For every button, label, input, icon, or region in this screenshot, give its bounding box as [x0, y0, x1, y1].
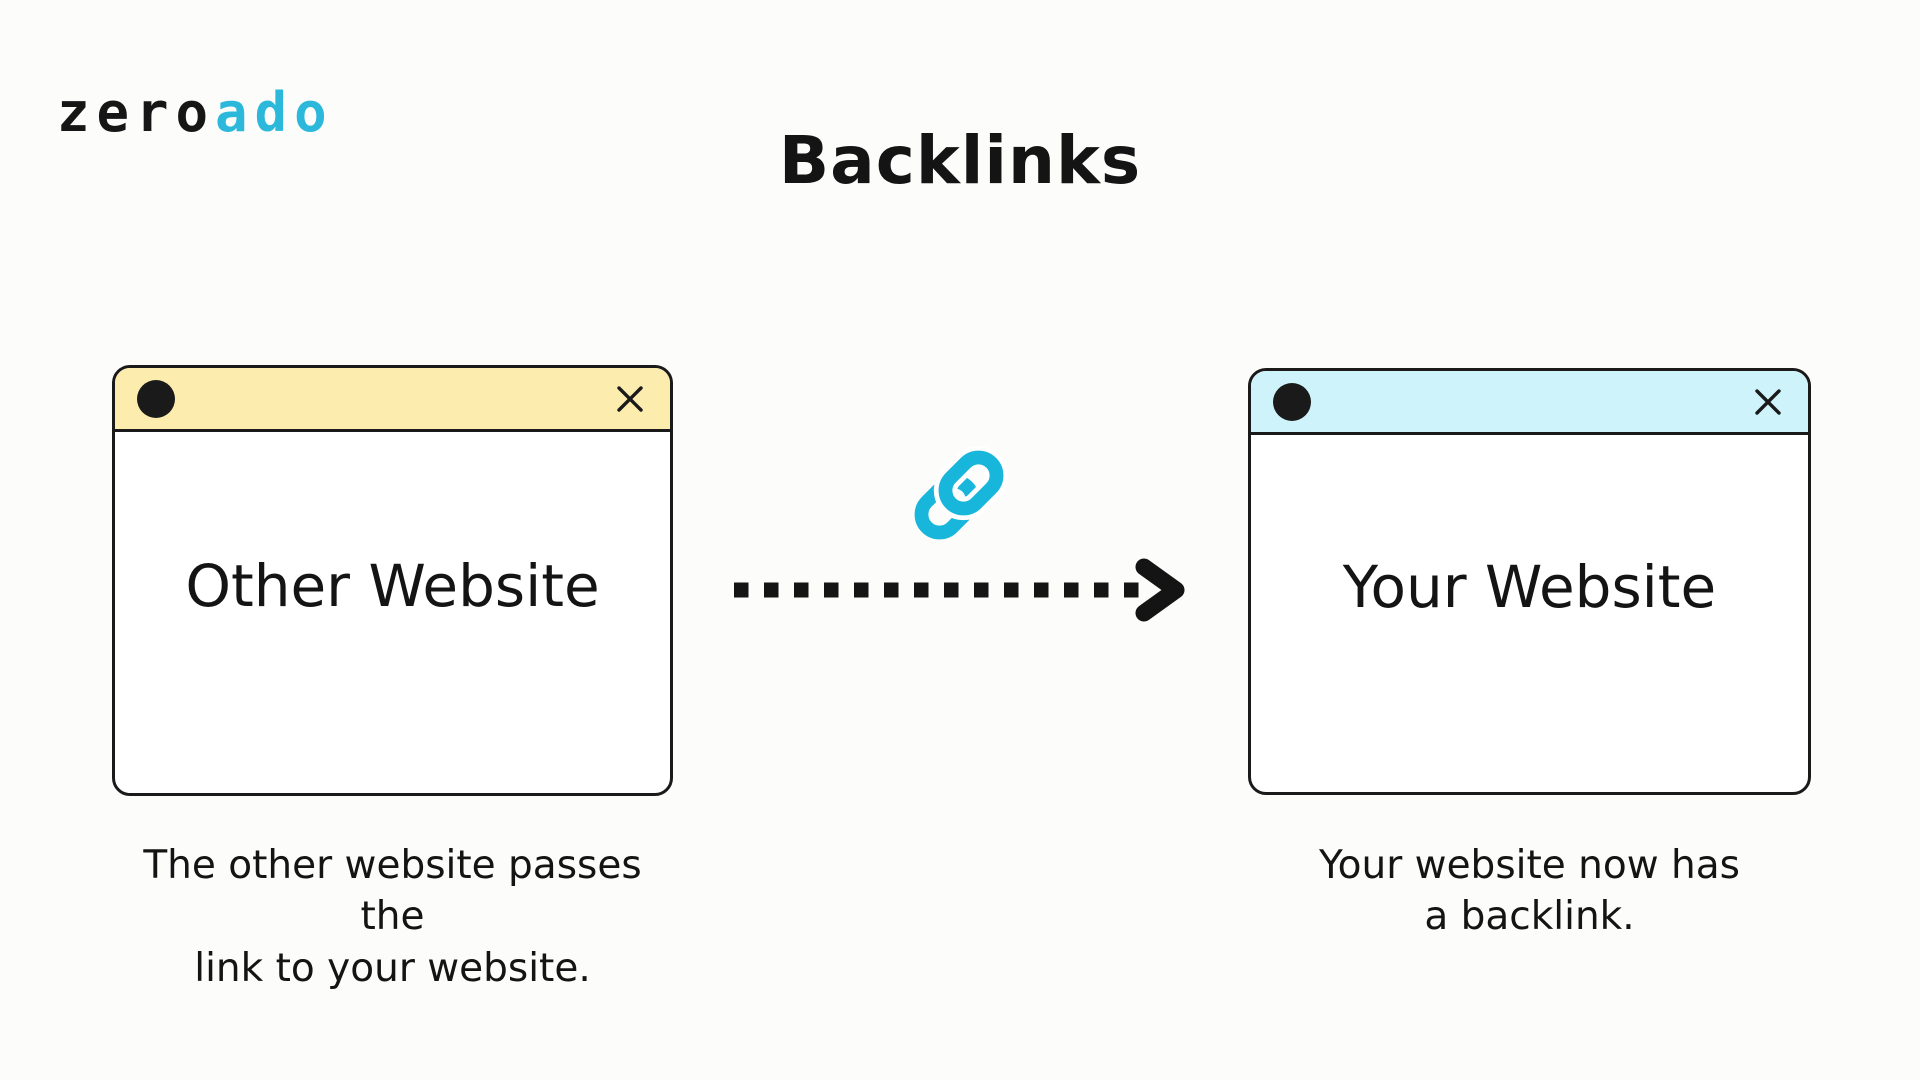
window-titlebar: [1251, 371, 1808, 435]
logo-suffix: ado: [215, 81, 334, 144]
your-website-caption: Your website now has a backlink.: [1248, 840, 1811, 943]
window-body: Your Website: [1251, 435, 1808, 792]
other-website-label: Other Website: [185, 551, 600, 620]
window-dot-icon: [137, 379, 175, 418]
other-website-caption: The other website passes the link to you…: [112, 840, 673, 994]
window-body: Other Website: [115, 432, 670, 793]
logo-prefix: zero: [57, 81, 216, 144]
window-dot-icon: [1273, 382, 1311, 421]
caption-line: Your website now has: [1319, 843, 1740, 888]
close-icon[interactable]: [1750, 384, 1786, 420]
caption-line: link to your website.: [194, 945, 591, 991]
browser-window-other: Other Website: [112, 365, 673, 796]
logo: zeroado: [57, 86, 334, 140]
dotted-arrow-icon: [726, 558, 1204, 626]
your-website-label: Your Website: [1342, 552, 1717, 621]
close-icon[interactable]: [612, 381, 648, 417]
chain-link-icon: [906, 442, 1012, 552]
caption-line: The other website passes the: [143, 843, 642, 940]
browser-window-yours: Your Website: [1248, 368, 1811, 795]
page-title: Backlinks: [778, 122, 1142, 199]
caption-line: a backlink.: [1424, 894, 1635, 940]
window-titlebar: [115, 368, 670, 432]
